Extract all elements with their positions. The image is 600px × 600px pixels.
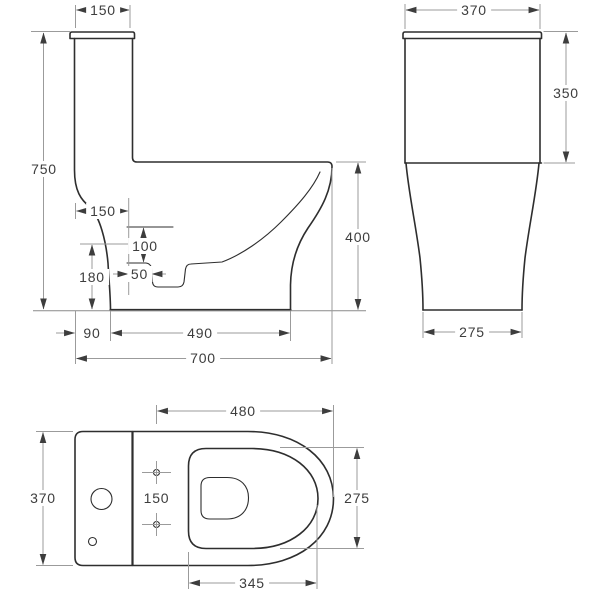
top-seat-ring — [187, 447, 319, 550]
dim-label-side-50: 50 — [126, 266, 153, 282]
side-view — [31, 5, 366, 364]
dim-label-side-base-depth: 490 — [183, 325, 217, 341]
side-tank-lid — [69, 31, 136, 40]
top-small-hole — [87, 536, 98, 547]
dim-label-front-tank-height: 350 — [549, 85, 583, 101]
dim-label-top-seat-depth: 275 — [340, 490, 374, 506]
dim-label-side-drain-offset: 150 — [86, 203, 120, 219]
top-flush-hole — [90, 487, 113, 511]
front-tank-body — [404, 37, 541, 164]
top-inner-bowl — [200, 476, 250, 520]
top-outline — [74, 430, 335, 567]
dim-label-side-bowl-height: 400 — [341, 229, 375, 245]
dim-label-side-overall-height: 750 — [27, 161, 61, 177]
front-bowl-left-side — [405, 162, 424, 311]
side-tank-and-rim-outline — [73, 37, 91, 208]
dim-label-front-overall-width: 370 — [457, 2, 491, 18]
dim-label-top-bowl-length: 480 — [226, 403, 260, 419]
dim-label-front-base-width: 275 — [455, 324, 489, 340]
dim-label-side-100: 100 — [128, 238, 162, 254]
front-bowl-right-side — [521, 162, 540, 311]
dim-label-side-180: 180 — [75, 269, 109, 285]
front-tank-lid — [402, 31, 543, 40]
top-view — [36, 405, 364, 589]
dim-label-top-overall-width: 370 — [26, 490, 60, 506]
dim-label-side-overall-depth: 700 — [186, 350, 220, 366]
side-rim-outline — [131, 37, 333, 311]
dim-label-side-rear-gap: 90 — [79, 325, 105, 341]
dim-label-top-seat-width: 345 — [235, 575, 269, 591]
front-view — [402, 4, 578, 338]
dim-label-side-tank-top-width: 150 — [86, 2, 120, 18]
dim-label-top-hole-spacing: 150 — [139, 490, 174, 506]
side-pedestal-front-curve — [89, 206, 112, 311]
